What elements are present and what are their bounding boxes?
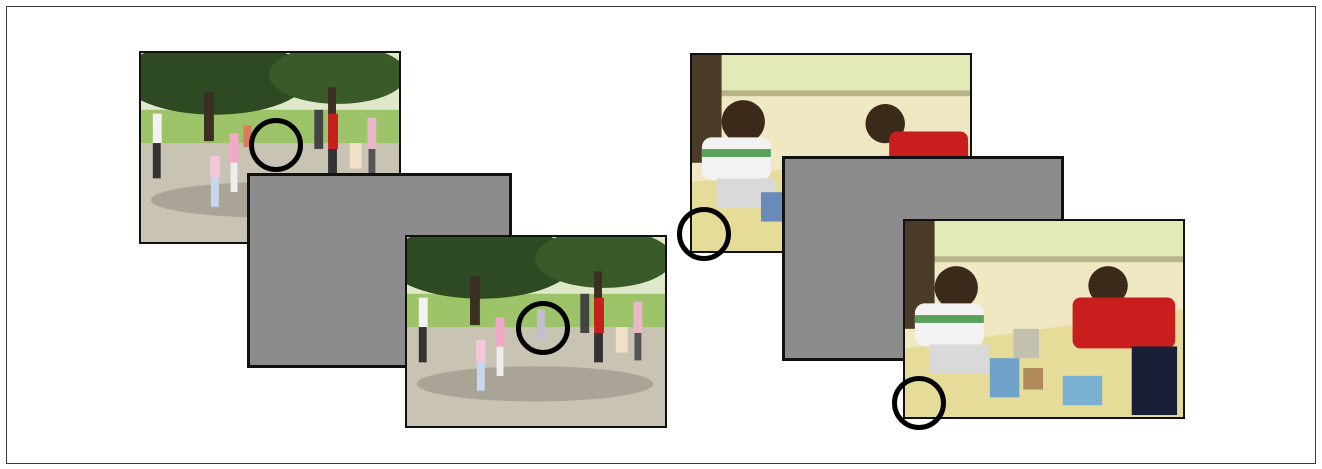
park-change-highlight-original <box>249 118 303 172</box>
room-change-highlight-changed <box>892 376 946 430</box>
figure-frame <box>6 6 1316 464</box>
children-playing-image <box>905 221 1183 417</box>
park-change-highlight-changed <box>516 301 570 355</box>
room-change-highlight-original <box>677 207 731 261</box>
room-photo-changed <box>903 219 1185 419</box>
